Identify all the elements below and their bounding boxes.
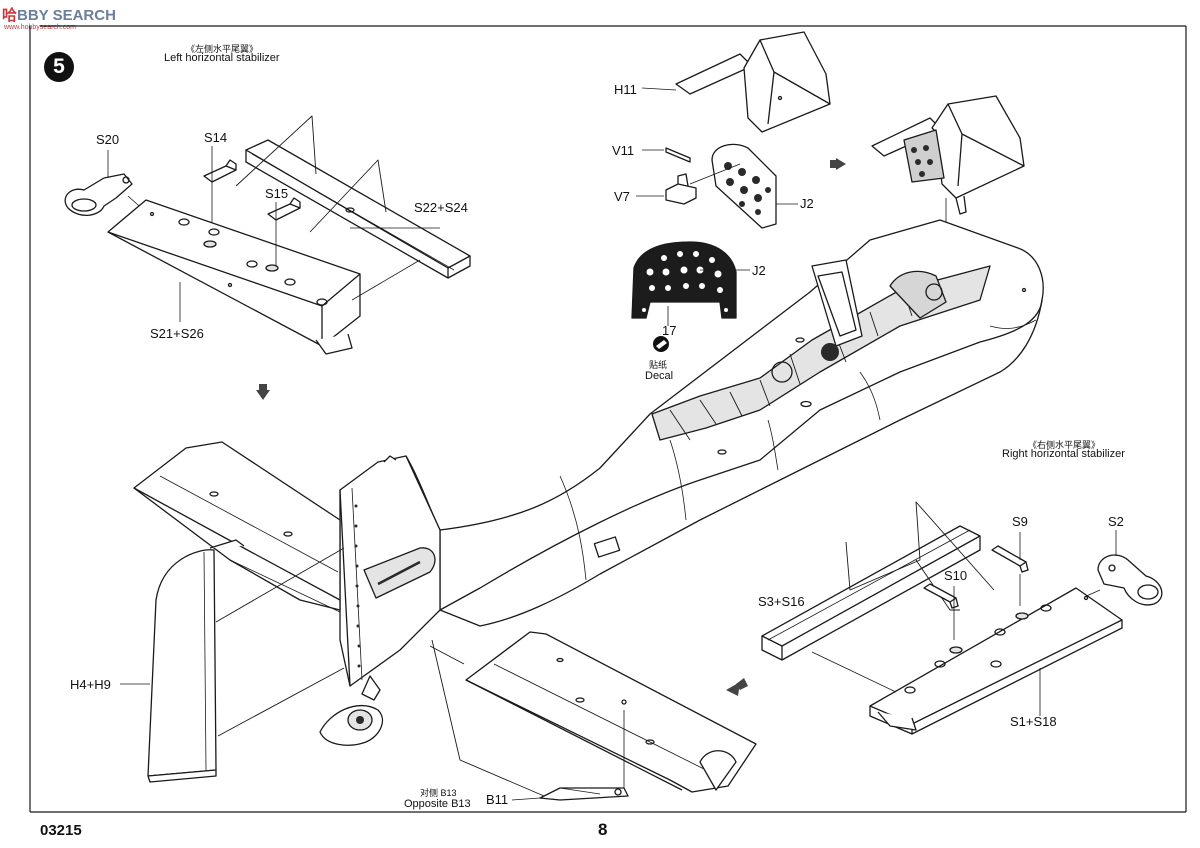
b11-part xyxy=(539,787,629,801)
callout-s9: S9 xyxy=(1012,514,1028,529)
assembled-canopy-part xyxy=(871,95,1025,215)
s2-part xyxy=(1097,554,1163,606)
callout-v11: V11 xyxy=(612,143,635,158)
callout-v7: V7 xyxy=(614,189,630,204)
v7-part xyxy=(665,173,697,205)
right-stabilizer-title-en: Right horizontal stabilizer xyxy=(1002,448,1125,460)
callout-s14: S14 xyxy=(204,130,228,145)
right-stabilizer-group xyxy=(761,501,1163,735)
mounted-left-stabilizer xyxy=(133,441,341,613)
callout-s15: S15 xyxy=(265,186,289,201)
callout-j2-decal: J2 xyxy=(752,263,766,278)
h11-canopy-part xyxy=(675,31,831,133)
arrow-right xyxy=(836,158,846,170)
left-stabilizer-title-en: Left horizontal stabilizer xyxy=(164,52,280,64)
tail-wheel-part xyxy=(319,675,383,746)
callout-s1-s18: S1+S18 xyxy=(1010,714,1057,729)
step-number-badge: 5 xyxy=(44,52,74,82)
arrow-down-left-2 xyxy=(726,682,740,696)
callout-h4-h9: H4+H9 xyxy=(70,677,111,692)
mounted-right-stabilizer xyxy=(465,631,757,793)
j2-decal-panel xyxy=(631,241,737,319)
h4-h9-rudder-part xyxy=(147,539,245,783)
watermark: 哈BBY SEARCH xyxy=(2,4,116,25)
decal-caption-en: Decal xyxy=(645,370,674,382)
s10-part xyxy=(923,583,959,609)
left-stabilizer-title-cn: 《左侧水平尾翼》 xyxy=(186,44,259,54)
callout-s20: S20 xyxy=(96,132,120,147)
s1-s18-part xyxy=(869,587,1123,735)
s20-part xyxy=(64,173,133,216)
watermark-url: www.hobbysearch.com xyxy=(4,24,76,31)
left-stabilizer-group xyxy=(64,115,471,355)
callout-j2-part: J2 xyxy=(800,196,814,211)
kit-code: 03215 xyxy=(40,822,82,839)
s9-part xyxy=(991,545,1029,573)
s3-s16-part xyxy=(761,525,981,661)
callout-s21-s26: S21+S26 xyxy=(150,326,204,341)
s22-s24-part xyxy=(245,139,471,279)
opposite-caption-en: Opposite B13 xyxy=(404,798,471,810)
callout-s22-s24: S22+S24 xyxy=(414,200,468,215)
callout-b11: B11 xyxy=(486,792,509,807)
v11-part xyxy=(665,147,691,163)
callout-s2: S2 xyxy=(1108,514,1124,529)
callout-h11: H11 xyxy=(614,82,637,97)
watermark-brand: BBY SEARCH xyxy=(17,7,116,24)
watermark-cn: 哈 xyxy=(2,7,18,24)
s15-part xyxy=(267,197,301,221)
fuselage-part xyxy=(339,219,1044,627)
callout-decal-number: 17 xyxy=(662,323,677,338)
tail-fin-part xyxy=(339,455,441,687)
s14-part xyxy=(203,159,237,183)
opposite-caption-cn: 对侧 B13 xyxy=(420,788,457,798)
right-stabilizer-title-cn: 《右侧水平尾翼》 xyxy=(1028,440,1101,450)
page-number: 8 xyxy=(598,820,608,839)
callout-s3-s16: S3+S16 xyxy=(758,594,805,609)
decal-caption-cn: 贴纸 xyxy=(649,360,668,370)
j2-instrument-panel xyxy=(711,143,777,229)
arrow-down-left xyxy=(256,390,270,400)
callout-s10: S10 xyxy=(944,568,968,583)
s21-s26-part xyxy=(107,199,361,355)
